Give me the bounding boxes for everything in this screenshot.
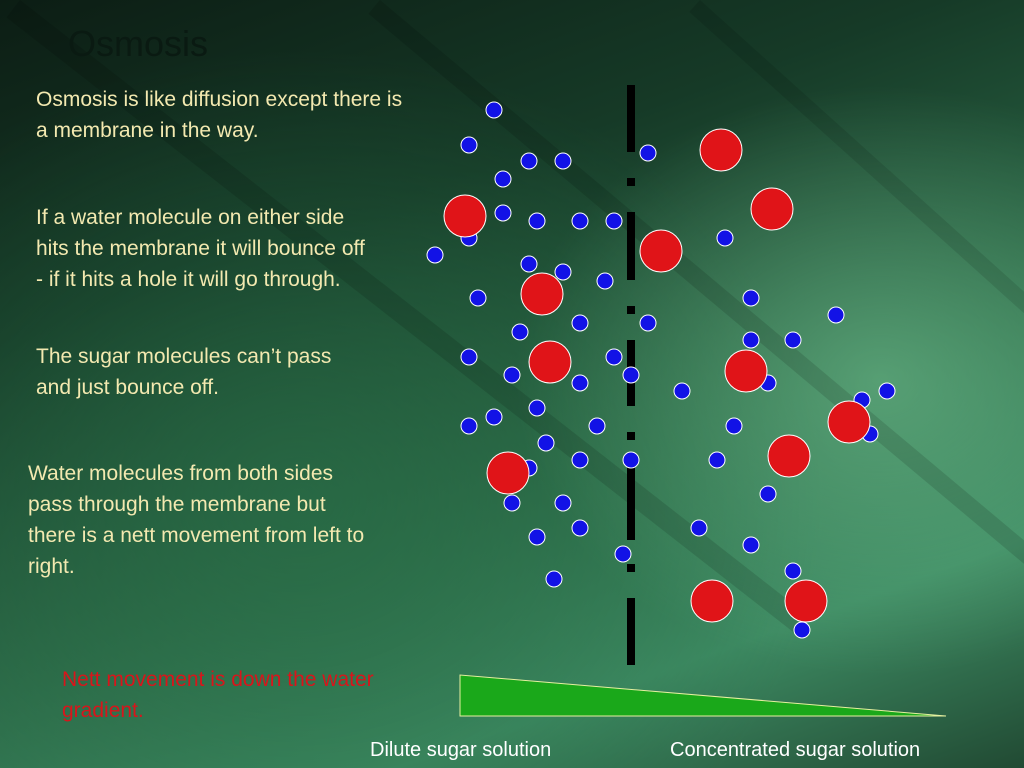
membrane-segment — [627, 212, 635, 280]
membrane-segment — [627, 466, 635, 540]
membrane-segment — [627, 85, 635, 152]
water-molecule — [759, 485, 777, 503]
water-molecule — [528, 399, 546, 417]
sugar-molecule — [750, 187, 794, 231]
water-molecule — [554, 152, 572, 170]
water-molecule — [708, 451, 726, 469]
sugar-molecule — [699, 128, 743, 172]
membrane-segment — [627, 598, 635, 665]
label-concentrated-solution: Concentrated sugar solution — [670, 739, 921, 761]
water-molecule — [503, 494, 521, 512]
water-molecule — [784, 562, 802, 580]
water-molecule — [614, 545, 632, 563]
water-molecule — [742, 536, 760, 554]
sugar-molecule — [520, 272, 564, 316]
water-molecule — [622, 366, 640, 384]
sugar-molecule — [690, 579, 734, 623]
water-molecule — [596, 272, 614, 290]
membrane-segment — [627, 432, 635, 440]
water-molecule — [528, 528, 546, 546]
sugar-molecule — [767, 434, 811, 478]
sugar-molecule — [784, 579, 828, 623]
sugar-molecule — [724, 349, 768, 393]
water-molecule — [460, 136, 478, 154]
water-molecule — [784, 331, 802, 349]
water-molecules — [426, 101, 896, 639]
water-molecule — [520, 152, 538, 170]
paragraph-membrane-bounce: If a water molecule on either side hits … — [36, 206, 365, 291]
water-molecule — [460, 417, 478, 435]
sugar-molecule — [486, 451, 530, 495]
water-molecule — [494, 204, 512, 222]
water-molecule — [605, 212, 623, 230]
membrane-segment — [627, 306, 635, 314]
water-molecule — [878, 382, 896, 400]
water-molecule — [469, 289, 487, 307]
water-molecule — [639, 144, 657, 162]
paragraph-nett-movement: Water molecules from both sides pass thr… — [28, 462, 365, 578]
water-molecule — [571, 314, 589, 332]
water-molecule — [485, 408, 503, 426]
water-molecule — [554, 263, 572, 281]
paragraph-water-gradient: Nett movement is down the water gradient… — [62, 668, 374, 722]
water-molecule — [460, 348, 478, 366]
water-molecule — [494, 170, 512, 188]
sugar-molecule — [443, 194, 487, 238]
water-molecule — [588, 417, 606, 435]
label-dilute-solution: Dilute sugar solution — [370, 739, 552, 761]
water-molecule — [571, 519, 589, 537]
water-molecule — [716, 229, 734, 247]
water-molecule — [426, 246, 444, 264]
sugar-molecule — [639, 229, 683, 273]
water-molecule — [742, 289, 760, 307]
water-molecule — [571, 212, 589, 230]
water-molecule — [639, 314, 657, 332]
water-molecule — [554, 494, 572, 512]
paragraph-diffusion: Osmosis is like diffusion except there i… — [36, 88, 403, 142]
water-molecule — [545, 570, 563, 588]
water-molecule — [571, 451, 589, 469]
membrane-segment — [627, 178, 635, 186]
paragraph-sugar: The sugar molecules can’t pass and just … — [36, 345, 332, 399]
water-gradient-wedge — [459, 674, 947, 717]
sugar-molecules — [443, 128, 871, 623]
water-molecule — [537, 434, 555, 452]
sugar-molecule — [528, 340, 572, 384]
water-molecule — [571, 374, 589, 392]
water-molecule — [742, 331, 760, 349]
slide-title: Osmosis — [68, 23, 209, 64]
water-molecule — [503, 366, 521, 384]
water-molecule — [827, 306, 845, 324]
water-molecule — [511, 323, 529, 341]
water-molecule — [622, 451, 640, 469]
water-molecule — [528, 212, 546, 230]
water-molecule — [690, 519, 708, 537]
water-molecule — [673, 382, 691, 400]
membrane-segment — [627, 564, 635, 572]
water-molecule — [605, 348, 623, 366]
water-molecule — [520, 255, 538, 273]
sugar-molecule — [827, 400, 871, 444]
water-molecule — [485, 101, 503, 119]
water-molecule — [793, 621, 811, 639]
water-molecule — [725, 417, 743, 435]
